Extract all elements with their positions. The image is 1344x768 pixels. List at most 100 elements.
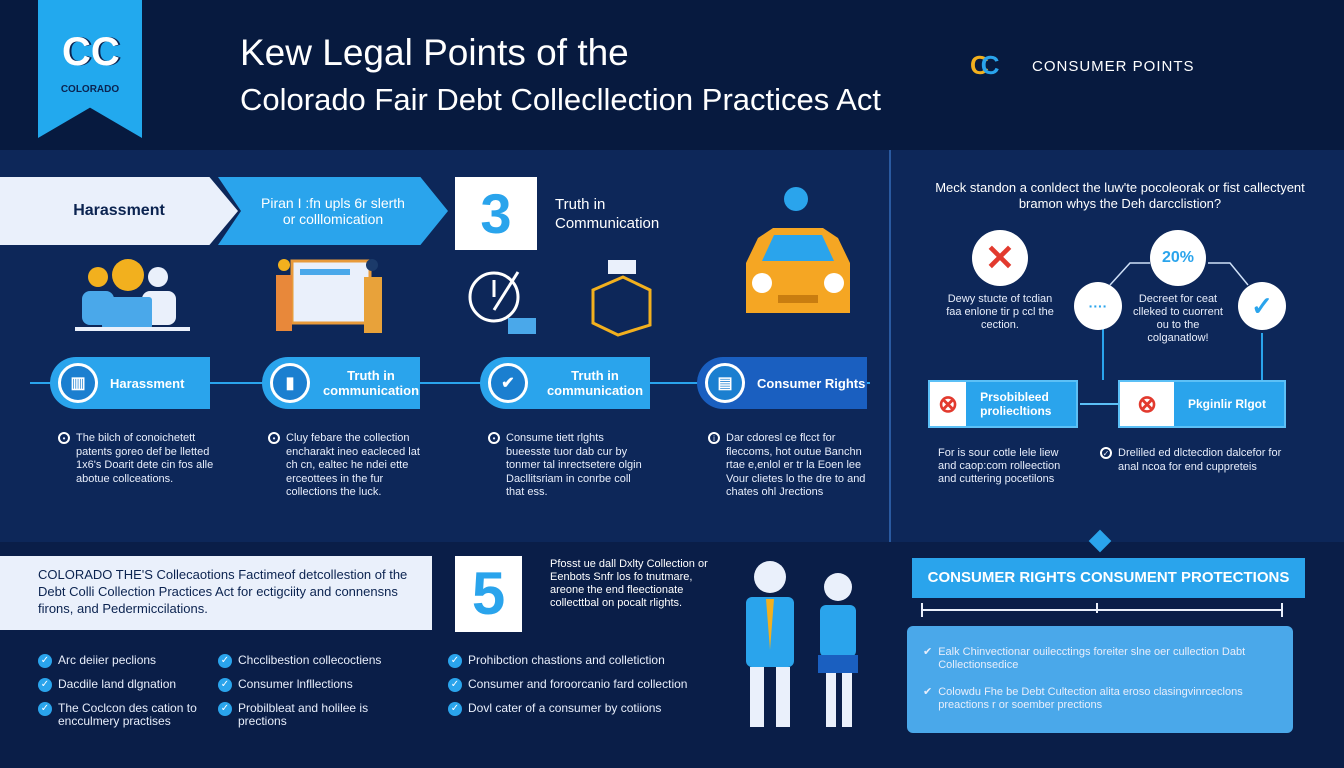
check-icon: ✓ [218,678,232,692]
colorado-logo-icon: CC [62,30,120,74]
check-label: Chcclibestion collecoctiens [238,653,382,667]
protection-item: ✔ Colowdu Fhe be Debt Cultection alita er… [923,686,1277,712]
check-icon: ✔ [923,646,933,658]
ellipsis-circle-icon: ···· [1074,282,1122,330]
document-icon: ▤ [705,363,745,403]
chart-icon: ▮ [270,363,310,403]
presentation-board-illustration [276,259,382,333]
checkmark-icon: ✔ [488,363,528,403]
step-number-3: 3 [455,177,537,250]
check-item: ✓ Chcclibestion collecoctiens [218,654,408,668]
check-label: The Coclcon des cation to encculmery pra… [58,701,197,728]
consumer-rights-banner: CONSUMER RIGHTS CONSUMENT PROTECTIONS [912,558,1305,598]
bracket-line [921,609,1283,611]
check-item: ✓Probilbleat and holilee is prections [218,702,388,728]
bullet-icon: • [58,432,70,444]
page-subtitle: Colorado Fair Debt Collecllection Practi… [240,82,881,117]
check-item: ✓ Consumer lnfllections [218,678,408,692]
check-item: ✓ Dacdile land dlgnation [38,678,208,692]
check-item: ✓The Coclcon des cation to encculmery pr… [38,702,208,728]
description-text: Dar cdoresl ce flcct for fleccoms, hot o… [726,432,866,498]
description-text: The bilch of conoichetett patents goreo … [76,432,214,485]
x-circle-icon: ⊗ [930,382,967,426]
pill-label: Consumer Rights [757,375,866,391]
pill-consumer-rights: ▤ Consumer Rights [697,357,867,409]
step-2: Piran I :fn upls 6r slerth or colllomica… [218,177,448,245]
two-people-illustration [746,561,858,727]
percent-circle: 20% [1150,230,1206,286]
prohibited-box: ⊗ Prsobibleed proliecltions [928,380,1078,428]
building-icon: ▥ [58,363,98,403]
consumer-points-logo-icon: CC [970,50,1000,80]
check-label: Consumer lnfllections [238,677,353,691]
car-icon [746,187,850,313]
box-label: Pkginlir Rlgot [1188,397,1266,411]
check-icon: ✔ [923,686,933,698]
description: • Cluy febare the collection encharakt in… [268,432,428,500]
check-label: Dacdile land dlgnation [58,677,177,691]
check-item: ✓ Consumer and foroorcanio fard collectio… [448,678,718,692]
header [0,0,1344,150]
step-label: Harassment [73,202,165,219]
check-icon: ✓ [448,678,462,692]
description-text: Cluy febare the collection encharakt ine… [286,432,420,498]
check-label: Arc deiier peclions [58,653,157,667]
box-label: Prsobibleed proliecltions [980,390,1052,418]
check-icon: ✓ [218,654,232,668]
middle-description: Decreet for ceat clleked to cuorrent ou … [1133,293,1223,344]
check-item: ✓ Prohibction chastions and colletiction [448,654,718,668]
description-text: Dreliled ed dlctecdion dalcefor for anal… [1118,447,1282,473]
check-item: ✓ Arc deiier peclions [38,654,208,668]
regular-right-box: ⊗ Pkginlir Rlgot [1118,380,1286,428]
page-title: Kew Legal Points of the [240,32,629,73]
pill-label: Harassment [110,375,185,391]
bottom-right-text: ✓ Dreliled ed dlctecdion dalcefor for ana… [1100,447,1300,474]
check-label: Dovl cater of a consumer by cotiions [468,701,662,715]
x-description: Dewy stucte of tcdian faa enlone tir p c… [946,293,1054,331]
pill-truth-communication: ▮ Truth in communication [262,357,420,409]
protection-text: Colowdu Fhe be Debt Cultection alita ero… [938,686,1243,711]
step-label: Piran I :fn upls 6r slerth or colllomica… [261,195,405,227]
bracket-tick [921,603,923,617]
check-icon: ✓ [448,654,462,668]
step-harassment: Harassment [0,177,238,245]
logo-text: COLORADO [60,84,120,95]
check-icon: ✓ [38,678,52,692]
bullet-icon: • [268,432,280,444]
step-3-label: Truth in Communication [555,196,660,232]
number-5: 5 [455,556,522,632]
pill-harassment: ▥ Harassment [50,357,210,409]
check-item: ✓ Dovl cater of a consumer by cotiions [448,702,718,716]
bottom-left-text: For is sour cotle lele liew and caop:com… [938,447,1061,485]
bullet-icon: • [488,432,500,444]
pill-label: Truth in communication [546,368,644,398]
divider [889,150,891,542]
check-icon: ✓ [1100,447,1112,459]
protections-box: ✔ Ealk Chinvectionar ouilecctings foreite… [907,626,1293,733]
check-circle-icon: ✓ [1238,282,1286,330]
pill-truth-communication-2: ✔ Truth in communication [480,357,650,409]
description-text: Consume tiett rlghts bueesste tuor dab c… [506,432,642,498]
double-arrow [1080,403,1118,405]
pill-label: Truth in communication [322,368,420,398]
check-label: Prohibction chastions and colletiction [468,653,665,667]
description: • Consume tiett rlghts bueesste tuor dab … [488,432,648,500]
people-laptop-illustration [75,259,190,331]
question-text: Meck standon a conldect the luw'te pocol… [935,180,1305,211]
description: i Dar cdoresl ce flcct for fleccoms, hot … [708,432,868,500]
intro-box: COLORADO THE'S Collecaotions Factimeof d… [0,556,432,630]
x-circle-icon: ✕ [972,230,1028,286]
consumer-points-label: CONSUMER POINTS [1032,58,1195,75]
flow-connectors [1102,262,1263,380]
x-circle-icon: ⊗ [1120,382,1174,426]
description: • The bilch of conoichetett patents goreo… [58,432,218,486]
number-5-text: Pfosst ue dall Dxlty Collection or Eenbo… [550,558,708,609]
check-icon: ✓ [218,702,232,716]
check-icon: ✓ [448,702,462,716]
protection-text: Ealk Chinvectionar ouilecctings foreiter… [938,646,1246,671]
info-icon: i [708,432,720,444]
check-label: Consumer and foroorcanio fard collection [468,677,688,691]
clock-icon [468,271,536,334]
check-icon: ✓ [38,654,52,668]
protection-item: ✔ Ealk Chinvectionar ouilecctings foreite… [923,646,1277,672]
